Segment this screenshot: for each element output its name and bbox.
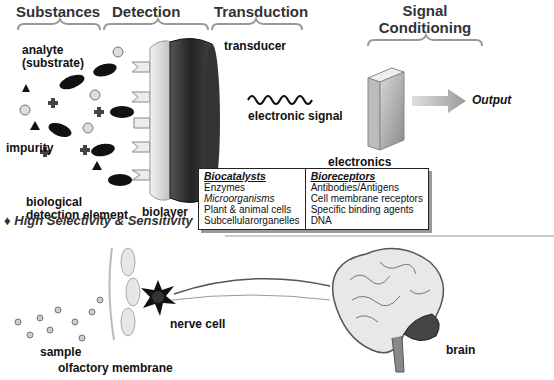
list-item: DNA (311, 215, 423, 226)
list-item: Subcellularorganelles (204, 215, 300, 226)
biolayer-shape (150, 41, 172, 200)
electronics-side (368, 78, 380, 150)
list-item: Plant & animal cells (204, 204, 300, 215)
section-heading: Detection (112, 3, 180, 20)
brain-illustration (333, 249, 444, 372)
olfactory-cells (121, 248, 140, 336)
list-item: Antibodies/Antigens (311, 182, 423, 193)
receptor-shapes (132, 62, 150, 180)
output-arrow (412, 89, 466, 113)
part-label: brain (446, 344, 475, 357)
electronics-front (380, 72, 404, 150)
part-label: ♦ High Selectivity & Sensitivity (4, 214, 193, 227)
section-heading: Signal Conditioning (375, 2, 475, 36)
section-heading: Substances (16, 3, 100, 20)
part-label: sample (40, 346, 81, 359)
part-label: impurity (6, 142, 53, 155)
list-item: Specific binding agents (311, 204, 423, 215)
part-label: transducer (224, 40, 286, 53)
sample-molecules (15, 297, 103, 341)
category-box: BiocatalystsEnzymesMicroorganismsPlant &… (198, 168, 306, 230)
list-item: Microorganisms (204, 193, 300, 204)
part-label: Output (472, 94, 511, 107)
part-label: nerve cell (170, 318, 225, 331)
nerve-cell (141, 279, 330, 316)
box-heading: Biocatalysts (204, 171, 300, 182)
analyte-shapes (47, 61, 134, 186)
signal-wave (248, 96, 312, 104)
list-item: Enzymes (204, 182, 300, 193)
list-item: Cell membrane receptors (311, 193, 423, 204)
part-label: electronic signal (248, 110, 343, 123)
membrane-line (109, 248, 114, 340)
part-label: analyte (substrate) (22, 44, 84, 70)
section-heading: Transduction (214, 3, 308, 20)
part-label: olfactory membrane (58, 362, 173, 375)
divider-line (225, 236, 554, 237)
category-box: BioreceptorsAntibodies/AntigensCell memb… (305, 168, 429, 230)
box-heading: Bioreceptors (311, 171, 423, 182)
